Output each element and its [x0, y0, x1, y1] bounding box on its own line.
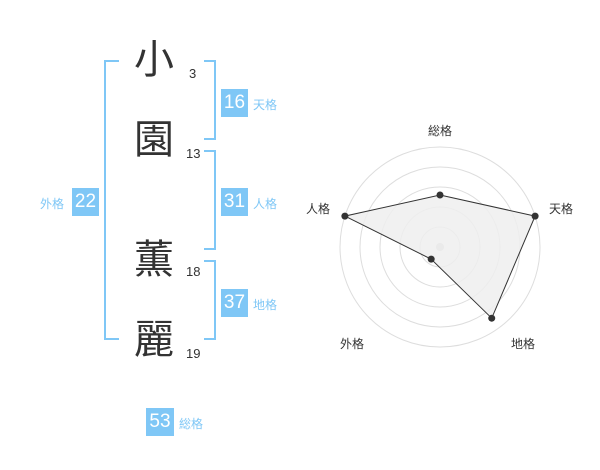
radar-data-area [343, 194, 536, 320]
radar-label-gaikaku: 外格 [340, 337, 365, 351]
radar-label-chikaku: 地格 [511, 337, 536, 351]
chikaku-value: 37 [221, 289, 248, 317]
jinkaku-bracket [204, 150, 216, 250]
tenkaku-value: 16 [221, 89, 248, 117]
stroke-count-3: 18 [186, 264, 201, 279]
chikaku-label: 地格 [253, 298, 278, 312]
jinkaku-value: 31 [221, 188, 248, 216]
radar-point-2 [531, 212, 539, 220]
name-char-4: 麗 [134, 317, 174, 363]
radar-point-4 [427, 255, 435, 263]
name-char-1: 小 [134, 37, 174, 83]
radar-label-tenkaku: 天格 [549, 202, 574, 216]
radar-label-soukaku: 総格 [428, 124, 453, 138]
radar-point-5 [341, 212, 349, 220]
stroke-count-1: 3 [189, 66, 197, 81]
radar-point-3 [488, 314, 496, 322]
chikaku-bracket [204, 260, 216, 340]
tenkaku-label: 天格 [253, 98, 278, 112]
gaikaku-value: 22 [72, 188, 99, 216]
name-char-3: 薫 [134, 237, 174, 283]
tenkaku-bracket [204, 60, 216, 140]
radar-point-1 [436, 191, 444, 199]
gaikaku-bracket [104, 60, 119, 340]
gaikaku-label: 外格 [40, 197, 65, 211]
stroke-count-4: 19 [186, 346, 201, 361]
name-char-2: 園 [134, 117, 174, 163]
jinkaku-label: 人格 [253, 197, 278, 211]
soukaku-value: 53 [146, 408, 174, 436]
radar-ring [339, 146, 541, 348]
soukaku-label: 総格 [179, 417, 204, 431]
stroke-count-2: 13 [186, 146, 201, 161]
radar-label-jinkaku: 人格 [306, 202, 331, 216]
